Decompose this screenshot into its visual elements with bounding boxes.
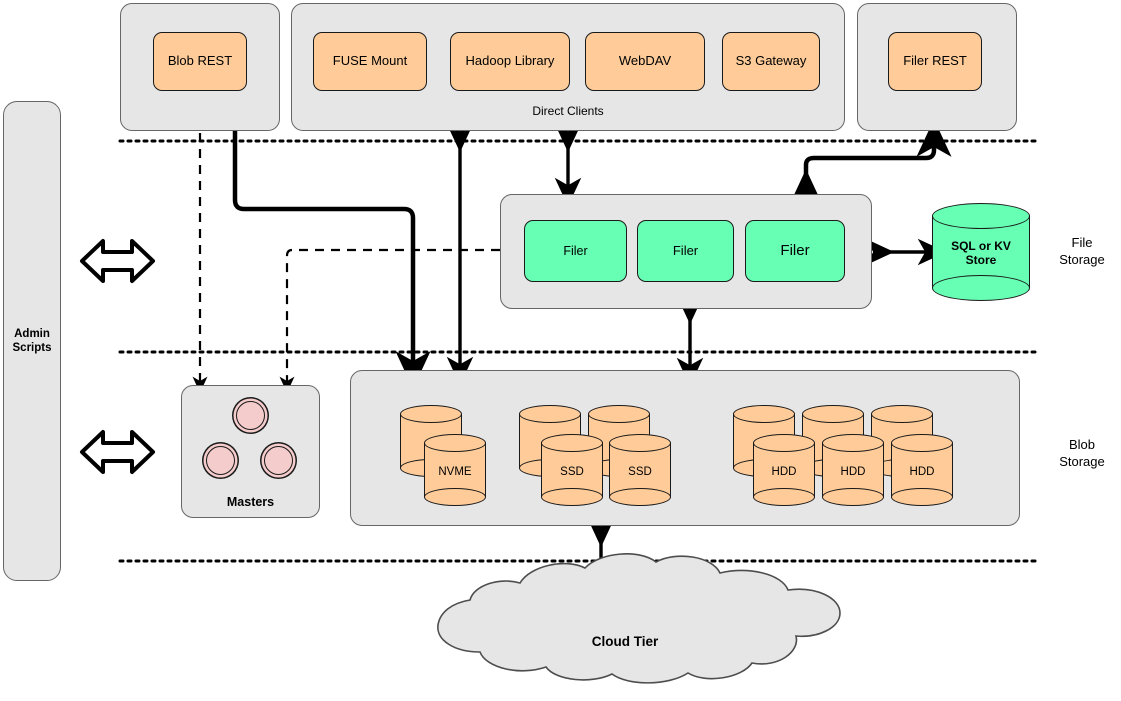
node-filer-2[interactable]: Filer: [637, 220, 734, 282]
admin-arrow-blob-storage: [80, 430, 155, 474]
cloud-tier-label: Cloud Tier: [591, 634, 659, 649]
cylinder-top: [541, 434, 603, 452]
cylinder-bottom: [822, 488, 884, 506]
cylinder-bottom: [932, 275, 1030, 301]
cylinder-top: [871, 405, 933, 423]
disk-ssd-label-1: SSD: [560, 466, 584, 478]
cylinder-top: [400, 405, 462, 423]
master-node-1[interactable]: [236, 401, 265, 430]
connector-filer-to-masters: [279, 248, 500, 393]
master-node-3[interactable]: [264, 446, 293, 475]
cylinder-top: [822, 434, 884, 452]
disk-hdd-label-1: HDD: [771, 466, 797, 478]
node-fuse-mount[interactable]: FUSE Mount: [313, 32, 427, 91]
disk-ssd-front-2[interactable]: SSD: [609, 434, 671, 506]
master-node-2[interactable]: [206, 446, 235, 475]
cylinder-top: [932, 203, 1030, 229]
node-filer-3[interactable]: Filer: [745, 220, 845, 282]
node-filer-rest[interactable]: Filer REST: [888, 32, 982, 91]
node-filer-1[interactable]: Filer: [524, 220, 627, 282]
node-s3-gateway[interactable]: S3 Gateway: [722, 32, 820, 91]
masters-label: Masters: [226, 495, 275, 509]
cylinder-bottom: [609, 488, 671, 506]
cloud-tier-shape: [437, 553, 841, 684]
disk-hdd-label-2: HDD: [840, 466, 866, 478]
node-hadoop-library[interactable]: Hadoop Library: [450, 32, 570, 91]
cylinder-bottom: [753, 488, 815, 506]
cylinder-bottom: [541, 488, 603, 506]
node-webdav[interactable]: WebDAV: [585, 32, 705, 91]
cylinder-top: [609, 434, 671, 452]
cylinder-top: [891, 434, 953, 452]
direct-clients-caption: Direct Clients: [532, 104, 604, 118]
cylinder-top: [802, 405, 864, 423]
cylinder-top: [519, 405, 581, 423]
disk-nvme-front[interactable]: NVME: [424, 434, 486, 506]
admin-arrow-file-storage: [80, 239, 155, 283]
disk-nvme-label: NVME: [438, 466, 472, 478]
cylinder-top: [424, 434, 486, 452]
disk-hdd-label-3: HDD: [909, 466, 935, 478]
node-blob-rest[interactable]: Blob REST: [153, 32, 247, 91]
disk-ssd-label-2: SSD: [628, 466, 652, 478]
connector-blobrest-to-blobstorage: [232, 125, 431, 389]
disk-hdd-front-3[interactable]: HDD: [891, 434, 953, 506]
cylinder-top: [753, 434, 815, 452]
cylinder-top: [588, 405, 650, 423]
cylinder-bottom: [424, 488, 486, 506]
connector-filerrest-to-filers: [788, 119, 952, 207]
disk-hdd-front-2[interactable]: HDD: [822, 434, 884, 506]
cylinder-top: [733, 405, 795, 423]
cylinder-bottom: [891, 488, 953, 506]
disk-ssd-front-1[interactable]: SSD: [541, 434, 603, 506]
disk-hdd-front-1[interactable]: HDD: [753, 434, 815, 506]
